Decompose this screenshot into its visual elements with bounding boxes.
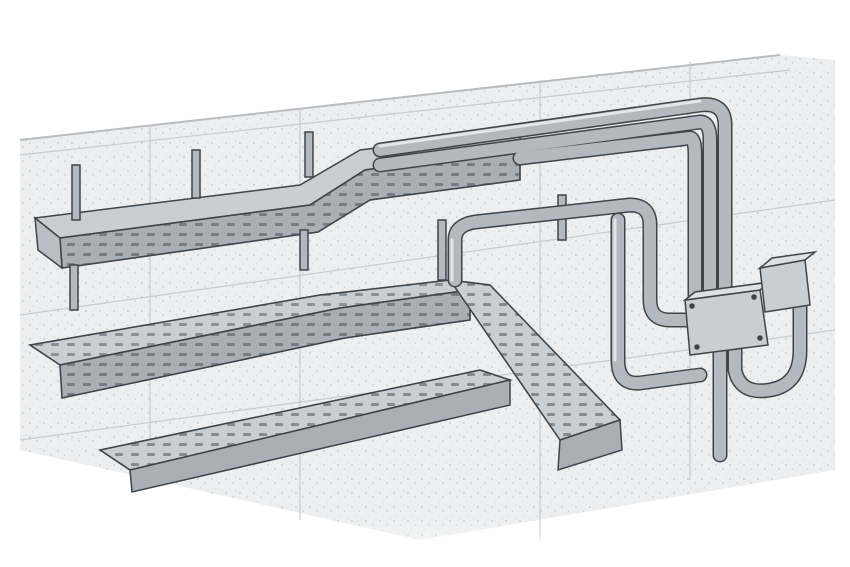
junction-box	[682, 280, 773, 356]
junction-box-small	[757, 250, 818, 313]
lower-cable-tray	[98, 369, 513, 493]
middle-cable-tray	[28, 279, 623, 472]
conduit-pipes	[372, 97, 808, 463]
